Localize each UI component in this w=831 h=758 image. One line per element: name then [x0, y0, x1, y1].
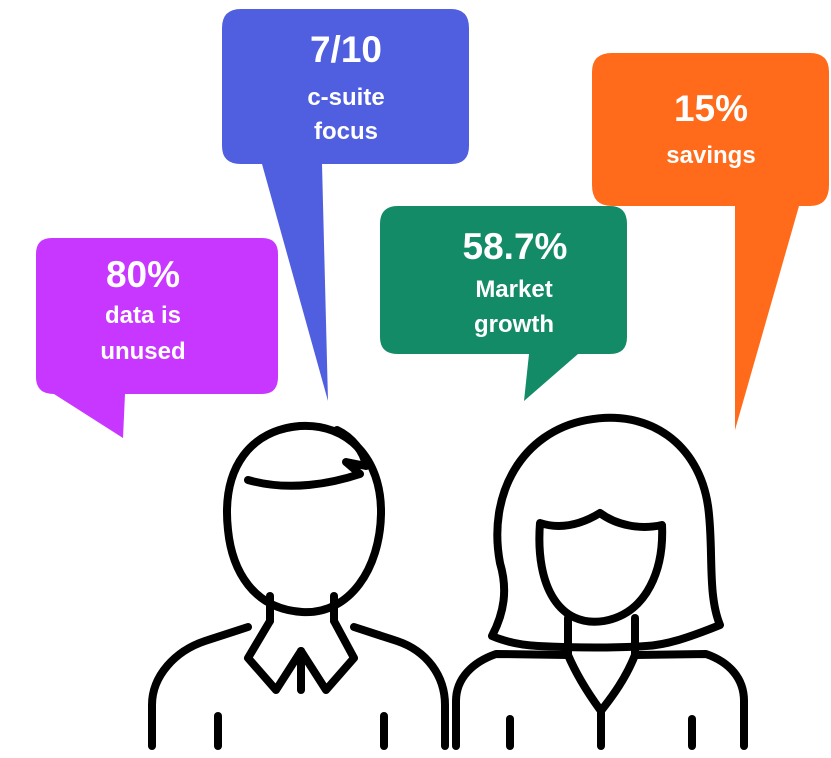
man-shoulders — [148, 623, 449, 750]
speech-bubble-shape — [592, 53, 829, 430]
bubble-stat: 58.7% — [463, 226, 568, 267]
speech-bubble-shape — [380, 206, 627, 401]
bubble-label-line: savings — [666, 142, 755, 169]
speech-bubble-savings: 15% savings — [592, 53, 829, 430]
speech-bubble-shape — [222, 9, 469, 401]
bubble-label-line: Market — [475, 276, 552, 303]
bubble-stat: 80% — [106, 254, 180, 295]
bubble-stat: 15% — [674, 88, 748, 129]
man-icon — [148, 421, 449, 750]
man-hair-line — [244, 426, 370, 490]
speech-bubble-market-growth: 58.7% Market growth — [380, 206, 627, 401]
speech-bubble-data-unused: 80% data is unused — [36, 238, 278, 438]
woman-face-outline — [535, 509, 667, 626]
bubble-stat: 7/10 — [310, 29, 382, 70]
woman-hair-outline — [488, 413, 724, 652]
bubble-label-line: focus — [314, 118, 378, 145]
bubble-label-line: data is — [105, 302, 181, 329]
woman-neckline — [564, 651, 639, 715]
speech-bubble-shape — [36, 238, 278, 438]
bubble-label-line: unused — [100, 338, 185, 365]
woman-shoulders — [452, 650, 748, 750]
woman-icon — [452, 413, 748, 750]
bubble-label-line: c-suite — [307, 84, 384, 111]
bubble-label-line: growth — [474, 311, 554, 338]
speech-bubble-c-suite-focus: 7/10 c-suite focus — [222, 9, 469, 401]
